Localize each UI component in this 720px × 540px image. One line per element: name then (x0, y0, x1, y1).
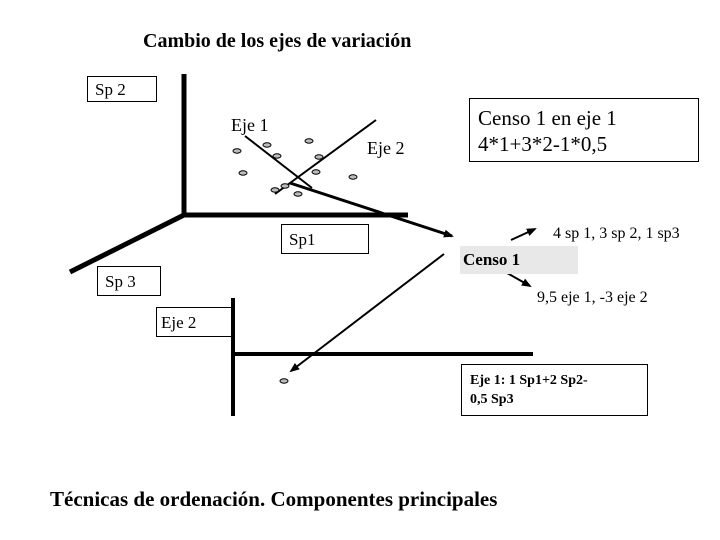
data-point (232, 148, 242, 154)
axis-coordinates: 9,5 eje 1, -3 eje 2 (537, 289, 648, 306)
point-cloud (232, 138, 358, 384)
label-sp1: Sp1 (281, 224, 369, 254)
data-point (279, 378, 289, 384)
label-censo1: Censo 1 (460, 246, 578, 274)
data-point (262, 142, 272, 148)
data-point (272, 153, 282, 159)
eje1-equation-line2: 0,5 Sp3 (470, 391, 514, 407)
data-point (311, 169, 321, 175)
censo-equation-line1: Censo 1 en eje 1 (478, 106, 617, 130)
label-sp2: Sp 2 (87, 76, 157, 102)
axis-sp3-diagonal (68, 212, 186, 275)
data-point (304, 138, 314, 144)
label-eje2: Eje 2 (367, 138, 405, 158)
eje1-equation-line1: Eje 1: 1 Sp1+2 Sp2- (470, 373, 588, 388)
axis-eje1-line (244, 135, 313, 189)
arrow-to-sp-coords (510, 228, 537, 241)
arrow-to-censo (289, 181, 454, 238)
data-point (238, 170, 248, 176)
species-coordinates: 4 sp 1, 3 sp 2, 1 sp3 (553, 225, 680, 242)
data-point (270, 187, 280, 193)
label-sp3: Sp 3 (97, 266, 161, 296)
censo-equation-line2: 4*1+3*2-1*0,5 (478, 132, 608, 157)
axis-eje2-line (274, 119, 377, 195)
eje1-equation-box: Eje 1: 1 Sp1+2 Sp2- 0,5 Sp3 (461, 364, 648, 416)
label-eje2-lower: Eje 2 (156, 307, 232, 337)
data-point (280, 183, 290, 189)
diagram-title: Cambio de los ejes de variación (143, 30, 412, 52)
arrow-to-new-plane (289, 253, 445, 373)
data-point (314, 154, 324, 160)
label-eje1: Eje 1 (231, 115, 269, 135)
data-point (293, 191, 303, 197)
censo-equation-box: Censo 1 en eje 1 4*1+3*2-1*0,5 (469, 98, 699, 162)
data-point (348, 174, 358, 180)
footer-caption: Técnicas de ordenación. Componentes prin… (50, 487, 498, 511)
